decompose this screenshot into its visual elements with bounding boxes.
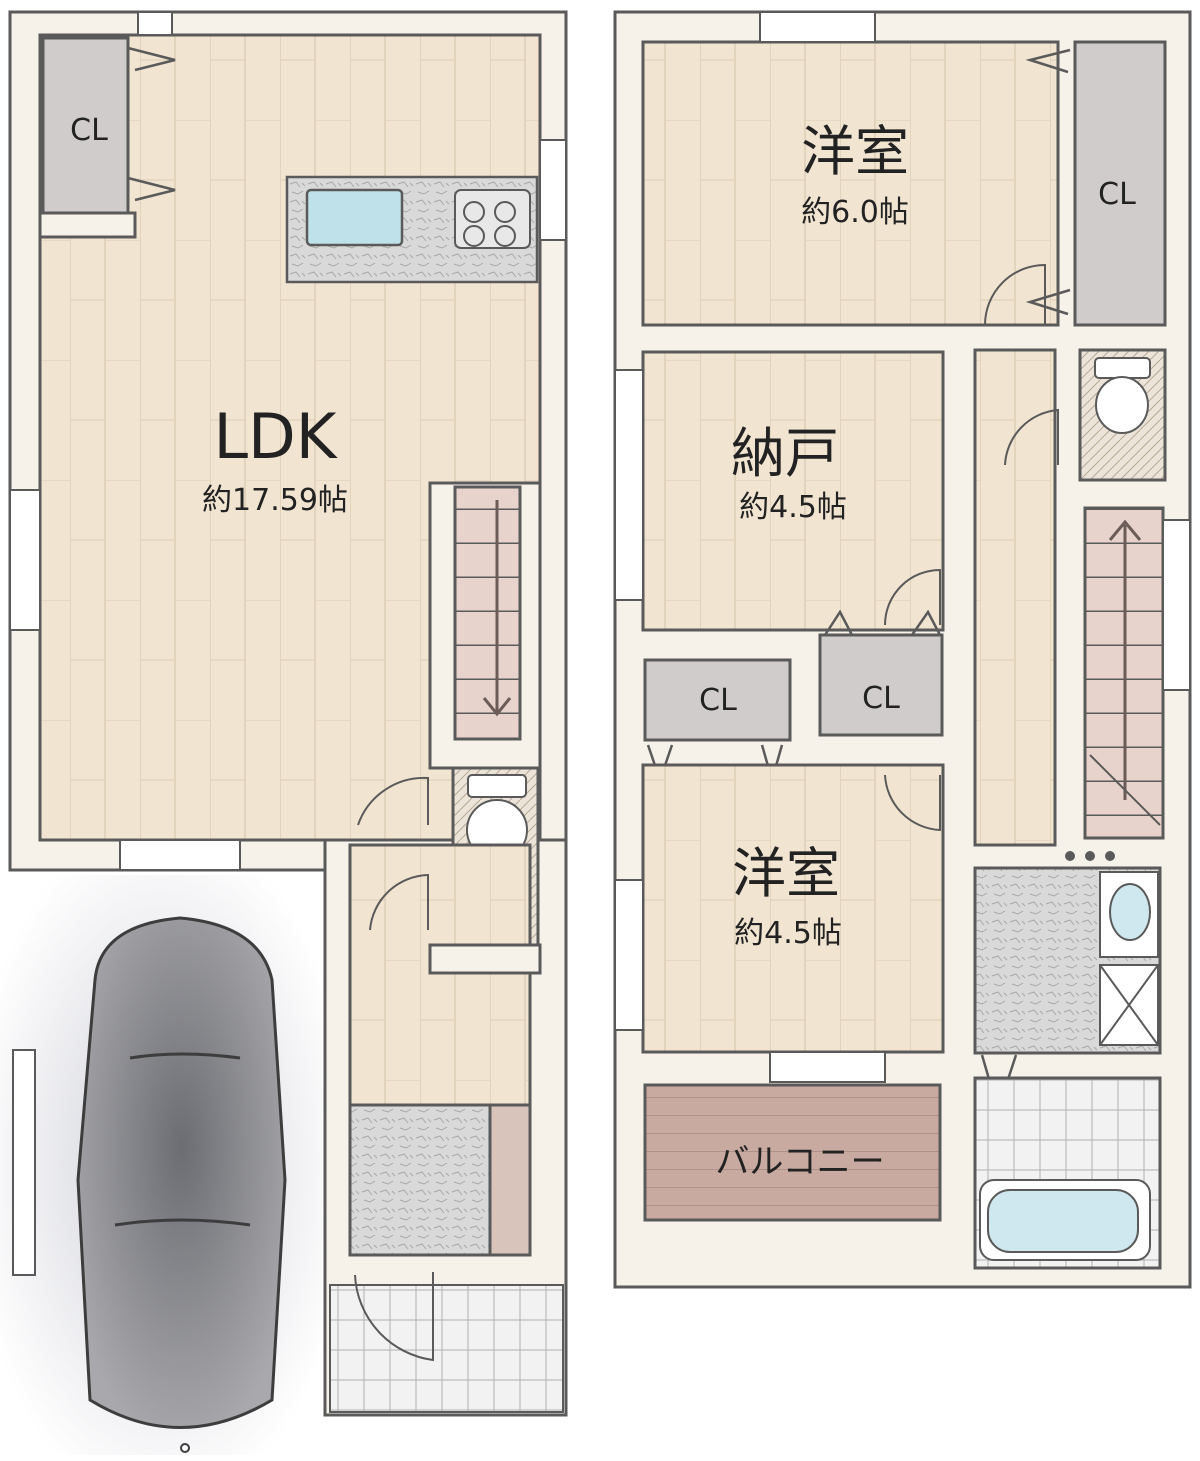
entry-door-icon — [354, 1272, 434, 1362]
storage-room — [641, 350, 945, 632]
western-room-upper — [641, 40, 1060, 327]
first-floor — [8, 10, 568, 1417]
window — [759, 11, 876, 43]
wall-segment — [428, 943, 542, 975]
closet-door-icon — [127, 46, 176, 202]
western-room-upper-name: 洋室 — [801, 120, 909, 183]
hallway-2f — [973, 348, 1057, 847]
hallway-1f — [348, 843, 532, 1107]
window — [9, 489, 41, 631]
wall-segment — [38, 211, 137, 239]
toilet-icon — [1094, 357, 1151, 434]
door-swing-icon — [369, 873, 429, 931]
closet-middle-right — [818, 633, 944, 737]
closet-upper — [1073, 40, 1167, 327]
ldk-size: 約17.59帖 — [202, 483, 348, 518]
second-floor — [613, 10, 1192, 1289]
closet-label-middle-right: CL — [862, 681, 900, 716]
door-swing-icon — [1004, 408, 1059, 466]
western-room-lower — [641, 763, 945, 1054]
carport — [0, 875, 322, 1455]
window — [614, 369, 644, 601]
entrance-stone-floor — [348, 1103, 492, 1257]
western-room-upper-size: 約6.0帖 — [801, 195, 909, 230]
washer-pan-icon — [1099, 964, 1159, 1046]
door-swing-icon — [984, 263, 1046, 326]
storage-room-name: 納戸 — [731, 422, 839, 485]
window — [1162, 519, 1191, 691]
window — [614, 879, 644, 1031]
closet-label-1f: CL — [70, 113, 108, 148]
closet-ldk — [41, 36, 130, 215]
western-room-lower-size: 約4.5帖 — [734, 916, 842, 951]
stair-arrow-icon — [1108, 519, 1142, 800]
storage-room-size: 約4.5帖 — [739, 490, 847, 525]
porch-tiles — [329, 1284, 564, 1413]
door-swing-icon — [357, 776, 429, 826]
window — [119, 839, 241, 871]
stairs-first-floor — [453, 485, 522, 741]
fixture-dots-icon — [1065, 851, 1115, 861]
closet-middle-left — [643, 658, 792, 742]
closet-label-middle-left: CL — [699, 683, 737, 718]
window — [539, 139, 567, 241]
closet-label-upper: CL — [1098, 177, 1136, 212]
closet-door-icon — [823, 609, 942, 636]
stair-landing-line — [1089, 754, 1161, 826]
balcony-label: バルコニー — [715, 1142, 884, 1182]
stove-icon — [454, 189, 531, 249]
window — [769, 1051, 886, 1083]
closet-door-icon — [1025, 48, 1071, 316]
bathtub-icon — [979, 1179, 1151, 1261]
door-swing-icon — [884, 774, 941, 832]
window — [137, 11, 173, 36]
washbasin-icon — [1099, 871, 1159, 958]
ldk-name: LDK — [214, 400, 338, 473]
kitchen-sink-icon — [305, 188, 404, 247]
stair-arrow-icon — [482, 500, 512, 717]
western-room-lower-name: 洋室 — [732, 842, 840, 905]
balcony-floor — [643, 1083, 942, 1222]
shoe-cabinet — [488, 1103, 532, 1257]
carport-post — [12, 1049, 36, 1276]
door-swing-icon — [884, 568, 941, 626]
car-icon — [76, 916, 287, 1453]
